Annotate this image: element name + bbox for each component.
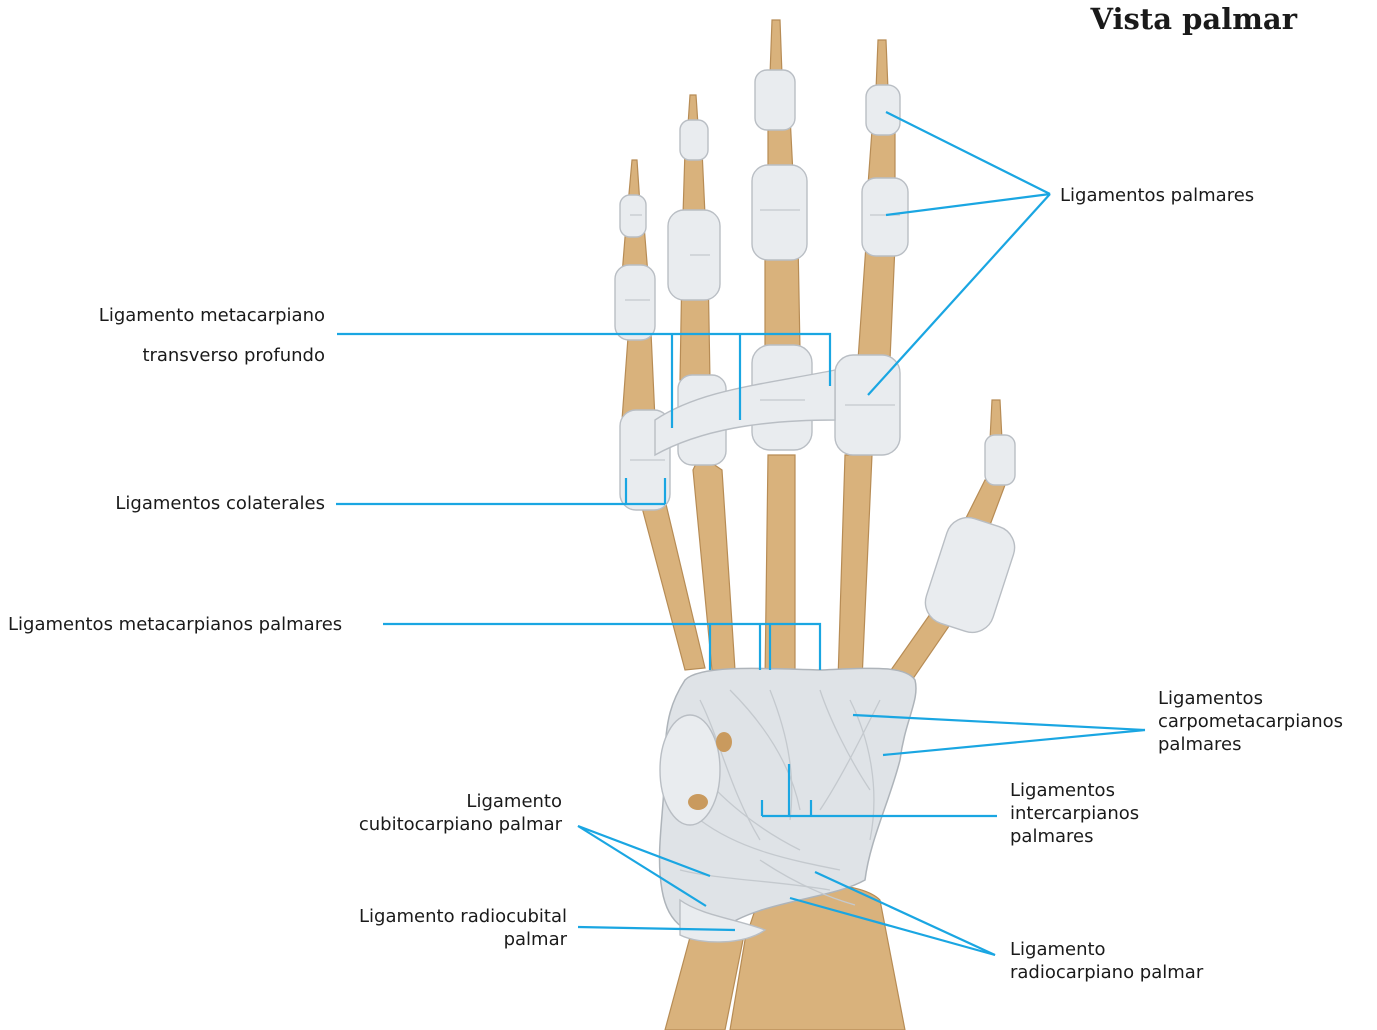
leader-radiocarpiano xyxy=(790,872,995,955)
leader-carpometacarpianos xyxy=(853,715,1145,755)
leader-palmares xyxy=(868,112,1050,395)
label-text-line3: palmares xyxy=(1158,733,1343,756)
leader-metacarpianos-palmares xyxy=(383,624,820,670)
leader-colaterales xyxy=(336,478,665,504)
label-ligamentos-palmares: Ligamentos palmares xyxy=(1060,184,1254,207)
leader-cubitocarpiano xyxy=(578,826,710,906)
label-text-line3: palmares xyxy=(1010,825,1139,848)
label-text-line2: palmar xyxy=(359,928,567,951)
label-text: Ligamentos palmares xyxy=(1060,184,1254,207)
label-text-line1: Ligamento xyxy=(1010,938,1203,961)
label-intercarpianos: Ligamentos intercarpianos palmares xyxy=(1010,779,1139,848)
label-carpometacarpianos: Ligamentos carpometacarpianos palmares xyxy=(1158,687,1343,756)
label-text-line2: cubitocarpiano palmar xyxy=(359,813,562,836)
label-text-line1: Ligamento metacarpiano xyxy=(99,300,325,332)
label-radiocubital: Ligamento radiocubital palmar xyxy=(359,905,567,951)
leader-intercarpianos xyxy=(762,764,997,816)
label-colaterales: Ligamentos colaterales xyxy=(115,492,325,515)
label-metacarpiano-transverso: Ligamento metacarpiano transverso profun… xyxy=(99,300,325,372)
label-text-line1: Ligamento radiocubital xyxy=(359,905,567,928)
view-title: Vista palmar xyxy=(1091,2,1297,36)
label-text-line2: radiocarpiano palmar xyxy=(1010,961,1203,984)
label-text-line1: Ligamentos xyxy=(1158,687,1343,710)
label-text-line2: intercarpianos xyxy=(1010,802,1139,825)
label-text: Ligamentos colaterales xyxy=(115,492,325,515)
label-cubitocarpiano: Ligamento cubitocarpiano palmar xyxy=(359,790,562,836)
label-metacarpianos-palmares: Ligamentos metacarpianos palmares xyxy=(8,613,342,636)
label-text: Ligamentos metacarpianos palmares xyxy=(8,613,342,636)
label-radiocarpiano: Ligamento radiocarpiano palmar xyxy=(1010,938,1203,984)
label-text-line2: transverso profundo xyxy=(99,340,325,372)
label-text-line1: Ligamentos xyxy=(1010,779,1139,802)
label-text-line2: carpometacarpianos xyxy=(1158,710,1343,733)
label-text-line1: Ligamento xyxy=(359,790,562,813)
leader-radiocubital xyxy=(578,927,735,930)
leader-metacarpiano-transverso xyxy=(337,334,830,428)
